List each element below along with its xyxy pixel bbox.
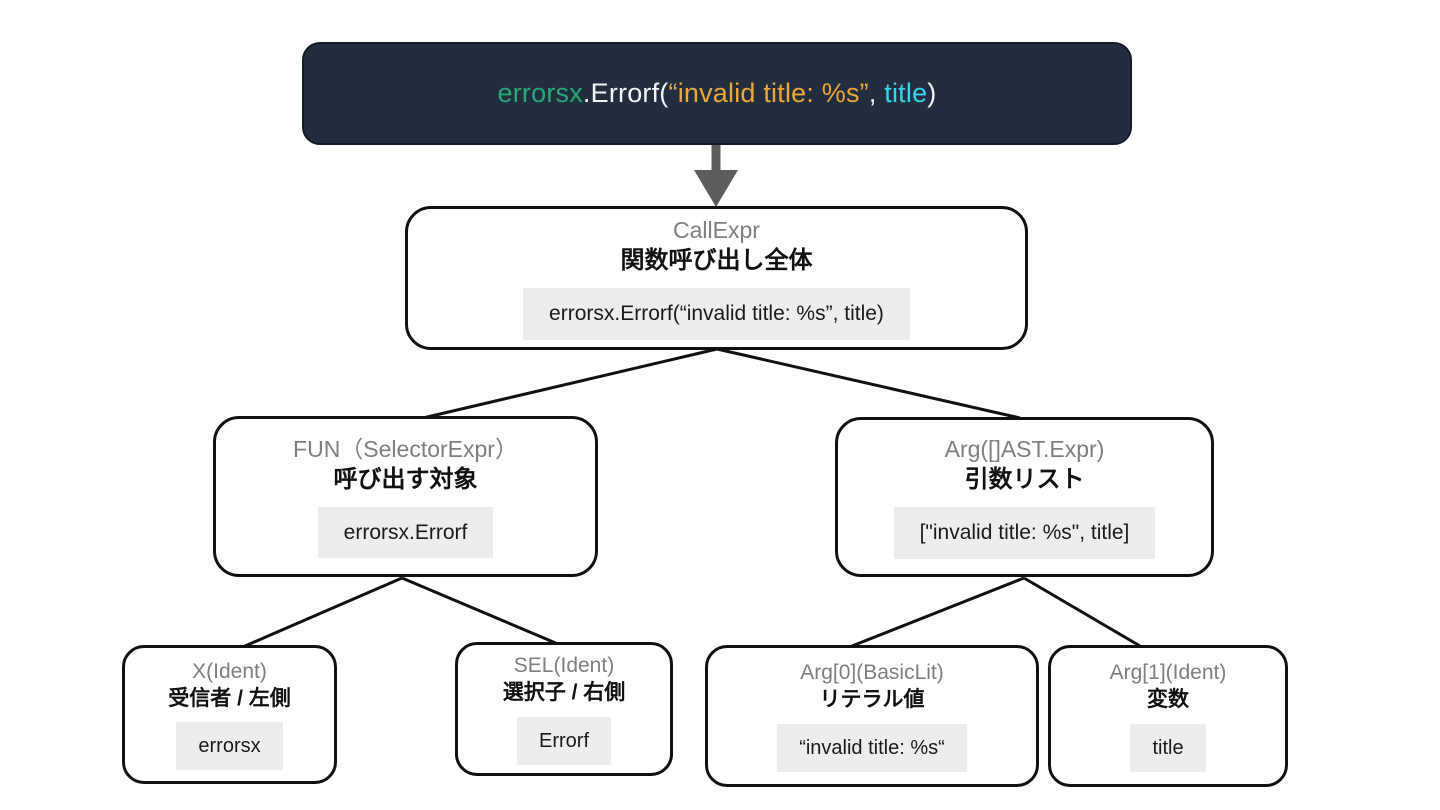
- edge-args-arg1: [1023, 576, 1141, 648]
- node-description: 選択子 / 右側: [502, 681, 626, 705]
- node-code-snippet: ["invalid title: %s", title]: [893, 507, 1156, 559]
- node-args-list: Arg([]AST.Expr) 引数リスト ["invalid title: %…: [835, 417, 1214, 577]
- node-code-snippet: errorsx: [176, 722, 283, 771]
- node-code-snippet: title: [1130, 723, 1206, 772]
- node-code-snippet: Errorf: [517, 716, 611, 765]
- node-code-snippet: “invalid title: %s“: [777, 723, 967, 772]
- edge-fun-sel: [401, 576, 559, 646]
- node-type-label: Arg[0](BasicLit): [800, 661, 944, 685]
- node-type-label: Arg[1](Ident): [1109, 661, 1227, 685]
- node-arg1-ident: Arg[1](Ident) 変数 title: [1048, 645, 1288, 787]
- node-sel-ident: SEL(Ident) 選択子 / 右側 Errorf: [455, 642, 673, 776]
- edge-fun-x: [244, 576, 403, 648]
- node-description: 関数呼び出し全体: [620, 247, 813, 275]
- source-code-banner: errorsx.Errorf(“invalid title: %s”, titl…: [302, 42, 1132, 145]
- node-callexpr: CallExpr 関数呼び出し全体 errorsx.Errorf(“invali…: [405, 206, 1028, 350]
- node-type-label: SEL(Ident): [513, 654, 615, 678]
- edge-callexpr-args: [716, 347, 1021, 420]
- code-token-package: errorsx: [497, 78, 583, 108]
- code-token-comma: ,: [868, 78, 885, 108]
- edge-args-arg0: [851, 576, 1025, 648]
- node-type-label: CallExpr: [673, 217, 760, 244]
- node-description: 引数リスト: [964, 466, 1085, 494]
- node-x-ident: X(Ident) 受信者 / 左側 errorsx: [122, 645, 337, 784]
- node-fun-selectorexpr: FUN（SelectorExpr） 呼び出す対象 errorsx.Errorf: [213, 416, 598, 577]
- node-code-snippet: errorsx.Errorf: [317, 506, 494, 559]
- code-token-string-arg: “invalid title: %s”: [668, 78, 869, 108]
- node-description: 呼び出す対象: [333, 465, 478, 493]
- node-code-snippet: errorsx.Errorf(“invalid title: %s”, titl…: [523, 288, 910, 340]
- node-description: リテラル値: [819, 688, 925, 712]
- node-description: 変数: [1147, 688, 1189, 712]
- code-token-variable: title: [884, 78, 928, 108]
- node-type-label: FUN（SelectorExpr）: [293, 435, 518, 462]
- node-description: 受信者 / 左側: [168, 686, 291, 710]
- edge-callexpr-fun: [422, 347, 718, 420]
- code-token-call-open: .Errorf(: [582, 78, 669, 108]
- node-type-label: X(Ident): [192, 659, 267, 683]
- code-token-call-close: ): [927, 78, 937, 108]
- source-code-text: errorsx.Errorf(“invalid title: %s”, titl…: [498, 78, 937, 109]
- node-type-label: Arg([]AST.Expr): [944, 436, 1105, 463]
- down-arrow-head: [694, 170, 738, 207]
- node-arg0-basiclit: Arg[0](BasicLit) リテラル値 “invalid title: %…: [705, 645, 1039, 787]
